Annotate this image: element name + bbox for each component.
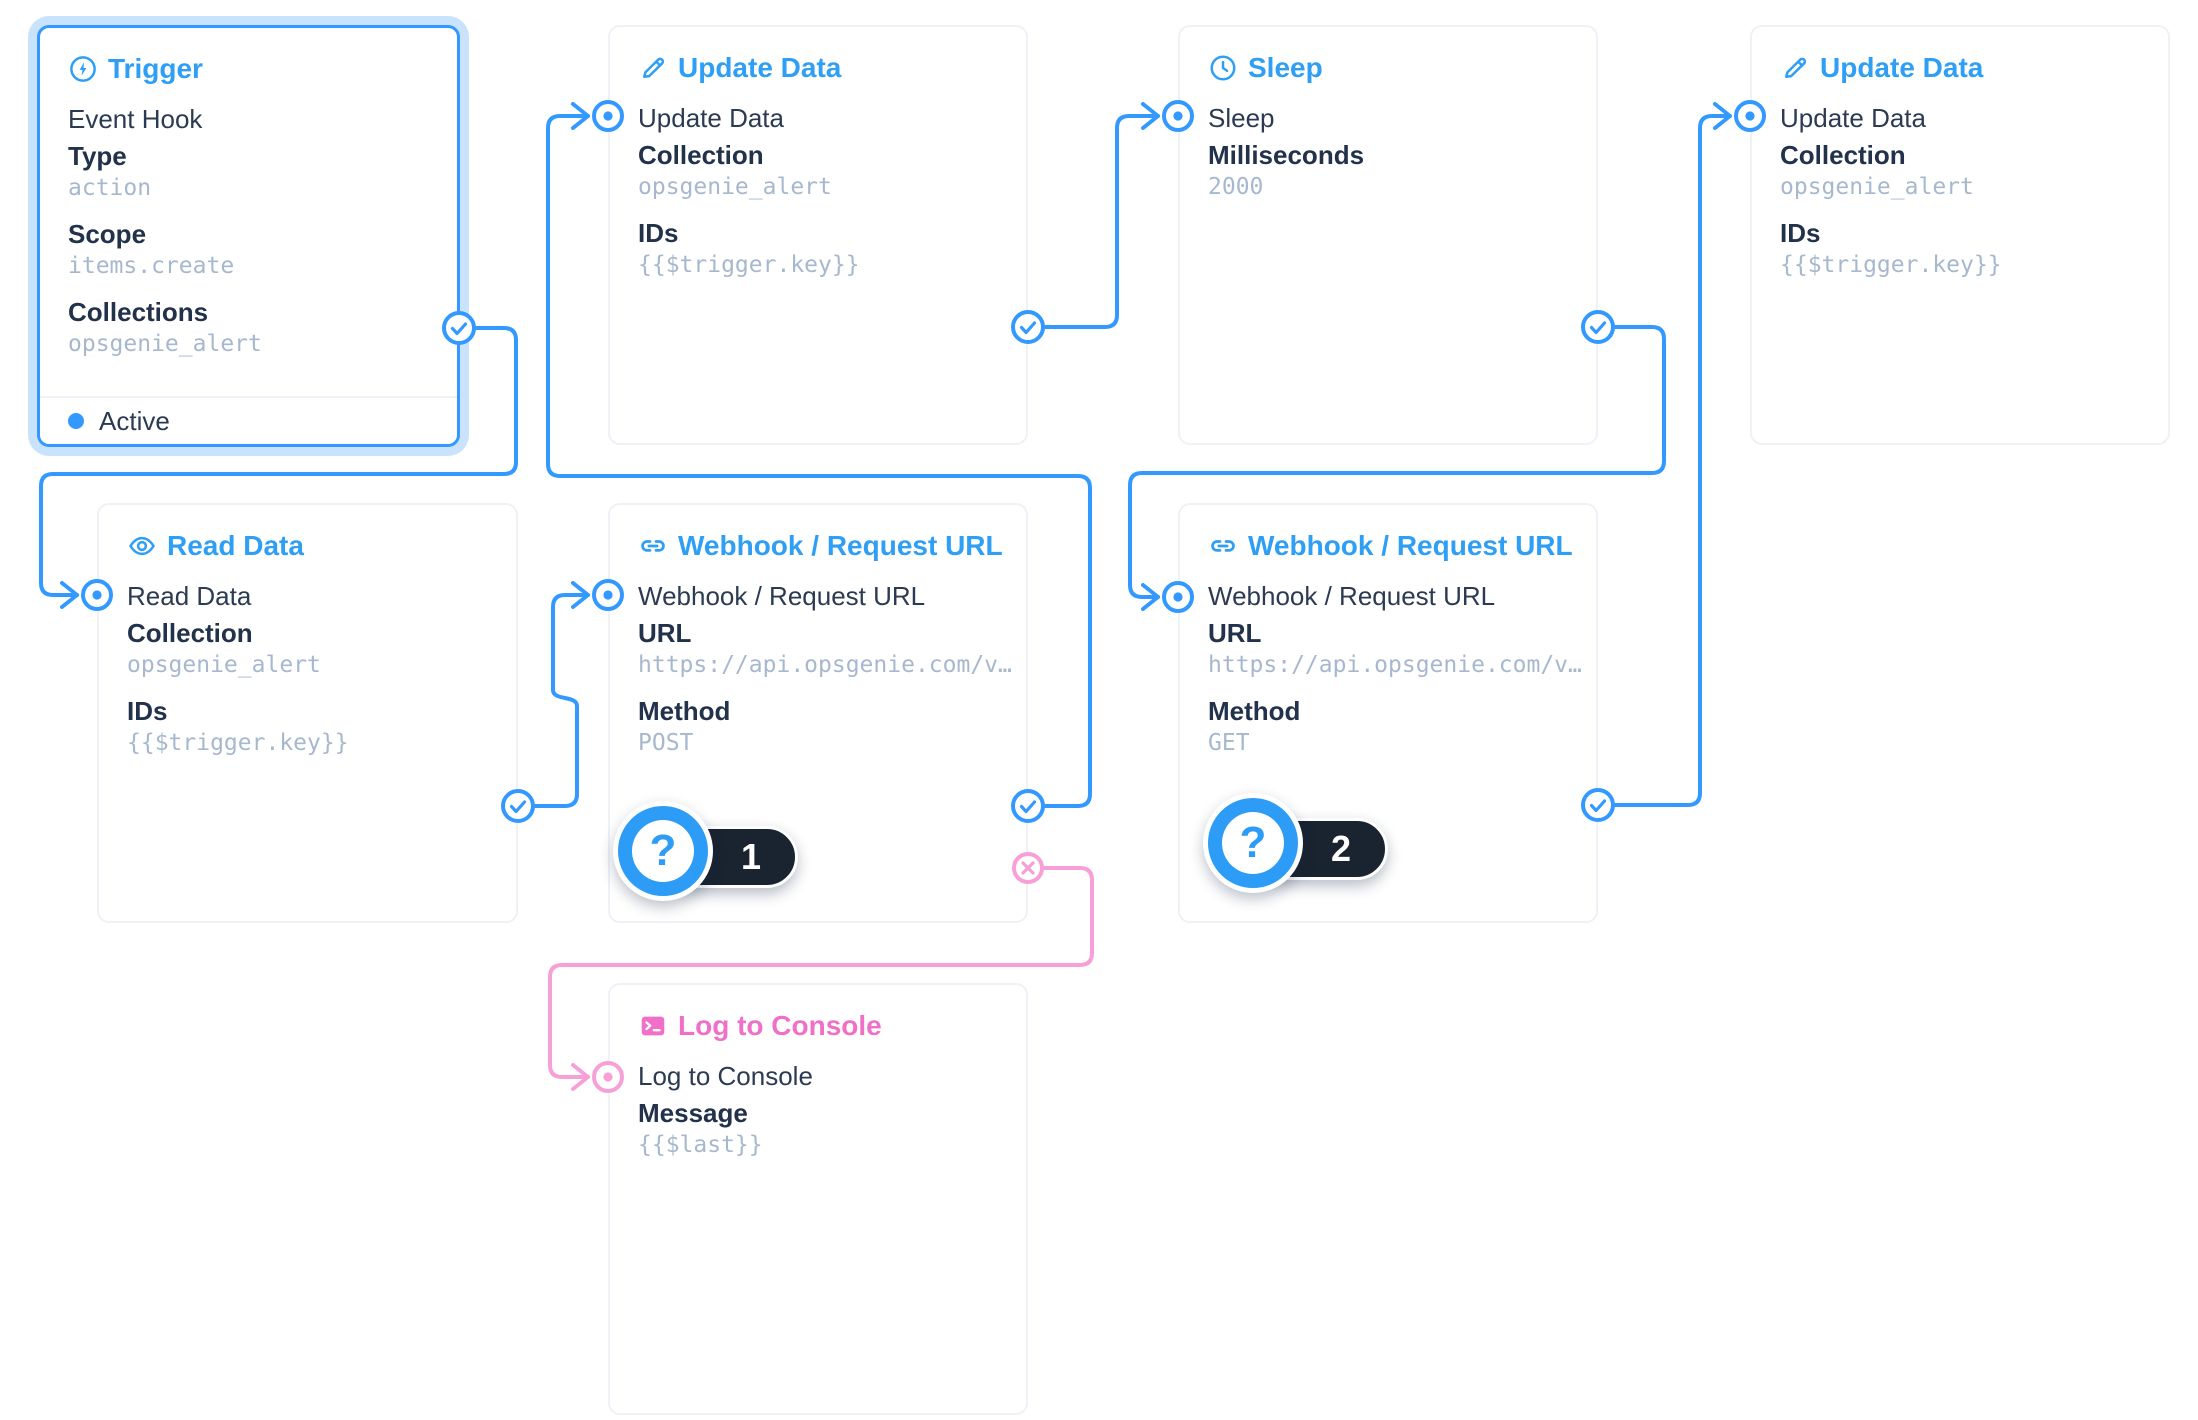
field-label: URL	[1208, 618, 1262, 648]
field-label: URL	[638, 618, 692, 648]
field-value: https://api.opsgenie.com/v…	[1208, 652, 1582, 678]
panel-number: 2	[1330, 828, 1351, 869]
arrowhead-icon	[1141, 102, 1160, 130]
field-value: {{$trigger.key}}	[1780, 252, 2002, 278]
field-label: Type	[68, 141, 127, 171]
node-header: Log to Console	[638, 1007, 882, 1045]
node-name: Event Hook	[68, 104, 203, 134]
field-value: {{$trigger.key}}	[638, 252, 860, 278]
field-label: IDs	[127, 696, 168, 726]
arrowhead-icon	[571, 581, 590, 609]
arrowhead-icon	[60, 581, 79, 609]
panel-badge-1[interactable]: 1 ?	[613, 801, 813, 913]
pencil-icon	[643, 57, 665, 78]
node-header: Sleep	[1208, 49, 1323, 87]
node-title: Sleep	[1248, 52, 1323, 83]
field-label: Milliseconds	[1208, 140, 1365, 170]
connection-read-data-to-webhook-post[interactable]	[516, 593, 590, 808]
field-label: Collections	[68, 297, 209, 327]
node-name: Read Data	[127, 581, 252, 611]
field-label: Method	[638, 696, 731, 726]
node-title: Trigger	[108, 53, 203, 84]
node-title: Update Data	[678, 52, 842, 83]
field-value: https://api.opsgenie.com/v…	[638, 652, 1012, 678]
node-title: Update Data	[1820, 52, 1984, 83]
field-value: 2000	[1208, 174, 1264, 200]
node-read-data[interactable]: Read Data Read Data Collection opsgenie_…	[97, 503, 518, 923]
field-label: Collection	[638, 140, 764, 170]
node-header: Read Data	[127, 527, 304, 565]
status-dot	[68, 413, 84, 429]
field-value: opsgenie_alert	[638, 174, 832, 200]
status-badge: Active	[99, 405, 170, 436]
terminal-icon	[641, 1016, 665, 1036]
arrowhead-icon	[571, 1063, 590, 1091]
connection-update-data-1-to-sleep[interactable]	[1026, 114, 1160, 329]
node-log-to-console[interactable]: Log to Console Log to Console Message {{…	[608, 983, 1028, 1415]
link-icon	[1211, 540, 1235, 552]
node-name: Log to Console	[638, 1061, 813, 1091]
node-update-data-1[interactable]: Update Data Update Data Collection opsge…	[608, 25, 1028, 445]
field-value: {{$last}}	[638, 1132, 763, 1158]
field-label: Collection	[127, 618, 253, 648]
clock-icon	[1210, 55, 1236, 81]
node-header: Update Data	[638, 49, 841, 87]
link-icon	[641, 540, 665, 552]
node-title: Log to Console	[678, 1010, 882, 1041]
trigger-status-bar: Active	[40, 396, 457, 444]
node-name: Sleep	[1208, 103, 1275, 133]
node-title: Webhook / Request URL	[1248, 530, 1573, 561]
field-value: action	[68, 175, 152, 201]
arrowhead-icon	[1141, 583, 1160, 611]
pencil-icon	[1785, 57, 1807, 78]
bolt-circle-icon	[70, 56, 96, 82]
node-title: Webhook / Request URL	[678, 530, 1003, 561]
node-header: Webhook / Request URL	[638, 527, 1003, 565]
panel-number: 1	[740, 836, 761, 877]
node-trigger-header: Trigger	[68, 50, 203, 88]
arrowhead-icon	[571, 102, 590, 130]
field-value: items.create	[68, 253, 235, 279]
arrowhead-icon	[1713, 102, 1732, 130]
field-value: POST	[638, 730, 694, 756]
node-sleep[interactable]: Sleep Sleep Milliseconds 2000	[1178, 25, 1598, 445]
field-value: opsgenie_alert	[68, 331, 262, 357]
field-label: Collection	[1780, 140, 1906, 170]
field-value: opsgenie_alert	[127, 652, 321, 678]
node-title: Read Data	[167, 530, 304, 561]
field-value: {{$trigger.key}}	[127, 730, 349, 756]
node-update-data-2[interactable]: Update Data Update Data Collection opsge…	[1750, 25, 2170, 445]
field-label: Message	[638, 1098, 748, 1128]
field-label: IDs	[638, 218, 679, 248]
node-name: Update Data	[638, 103, 784, 133]
field-value: GET	[1208, 730, 1250, 756]
field-value: opsgenie_alert	[1780, 174, 1974, 200]
node-name: Webhook / Request URL	[1208, 581, 1496, 611]
question-icon: ?	[1203, 793, 1303, 893]
eye-icon	[129, 536, 155, 556]
question-icon: ?	[613, 801, 713, 901]
node-header: Webhook / Request URL	[1208, 527, 1573, 565]
panel-badge-2[interactable]: 2 ?	[1203, 793, 1403, 905]
field-label: Method	[1208, 696, 1301, 726]
connection-webhook-get-to-update-data-2[interactable]	[1596, 114, 1732, 807]
field-label: Scope	[68, 219, 147, 249]
field-label: IDs	[1780, 218, 1821, 248]
node-header: Update Data	[1780, 49, 1983, 87]
node-name: Update Data	[1780, 103, 1926, 133]
node-trigger[interactable]: Trigger Event Hook Type action Scope ite…	[37, 25, 460, 447]
node-name: Webhook / Request URL	[638, 581, 926, 611]
